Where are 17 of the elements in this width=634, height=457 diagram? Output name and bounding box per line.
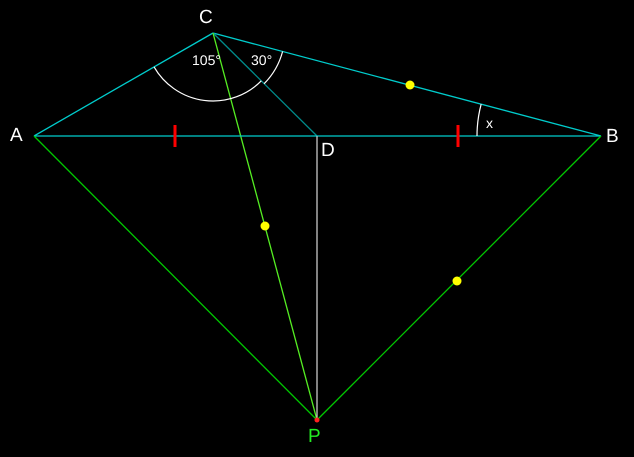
line-segment — [316, 136, 602, 420]
point-label: A — [10, 126, 23, 146]
angle-label: 30° — [251, 52, 272, 68]
line-segment — [316, 136, 318, 420]
line-segment — [317, 135, 601, 137]
angle-label: 105° — [192, 52, 221, 68]
point-label: P — [308, 427, 321, 447]
line-segment — [34, 135, 317, 137]
point-label: C — [199, 8, 213, 28]
line-segment — [212, 32, 318, 136]
point-label: B — [606, 127, 619, 147]
line-segment — [34, 136, 318, 420]
point-label: D — [321, 141, 335, 161]
line-segment — [212, 32, 602, 137]
line-segment — [212, 32, 318, 420]
angle-label: x — [486, 115, 493, 131]
line-segment — [34, 32, 214, 137]
